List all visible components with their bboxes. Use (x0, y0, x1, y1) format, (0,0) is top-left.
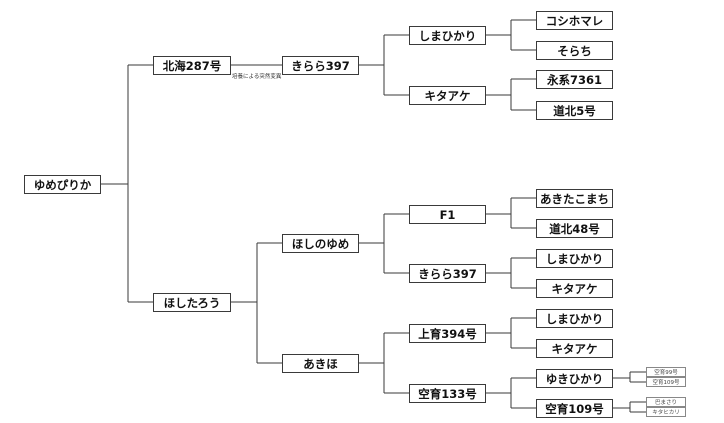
node-kamiiku394: 上育394号 (409, 324, 486, 343)
node-kuuiku133: 空育133号 (409, 384, 486, 403)
connector-kamiiku394 (486, 317, 536, 349)
mutation-annotation: 培養による突然変異 (232, 74, 282, 80)
node-hoshitarou: ほしたろう (153, 293, 231, 312)
node-kuuiku109: 空育109号 (536, 399, 613, 418)
connector-kirara397-a (359, 34, 409, 96)
connector-kuuiku109 (613, 401, 646, 413)
node-akiho: あきほ (282, 354, 359, 373)
node-eikei7361: 永系7361 (536, 70, 613, 89)
node-yukihikari: ゆきひかり (536, 369, 613, 388)
connector-yukihikari (613, 371, 646, 383)
node-kitaake-c: キタアケ (536, 339, 613, 358)
node-kuuiku99: 空育99号 (646, 367, 686, 377)
node-shimahikari-b: しまひかり (536, 249, 613, 268)
connector-akiho (359, 332, 409, 394)
node-douhoku5: 道北5号 (536, 101, 613, 120)
connector-f1 (486, 197, 536, 229)
node-kirara397-a: きらら397 (282, 56, 359, 75)
connector-shimahikari-a (486, 19, 536, 51)
node-akitakomachi: あきたこまち (536, 189, 613, 208)
node-sorachi: そらち (536, 41, 613, 60)
node-kirara397-b: きらら397 (409, 264, 486, 283)
node-tomoyutaka: 巴まさり (646, 397, 686, 407)
node-yumepirika: ゆめぴりか (24, 175, 101, 194)
node-kitaake-a: キタアケ (409, 86, 486, 105)
node-douhoku48: 道北48号 (536, 219, 613, 238)
node-f1: F1 (409, 205, 486, 224)
connector-hoshitarou (231, 242, 282, 364)
connector-kitaake-a (486, 78, 536, 111)
node-shimahikari-a: しまひかり (409, 26, 486, 45)
connector-kirara397-b (486, 257, 536, 289)
node-kitahikari: キタヒカリ (646, 407, 686, 417)
connector-root (101, 64, 153, 303)
node-hoshinoyume: ほしのゆめ (282, 234, 359, 253)
node-shimahikari-c: しまひかり (536, 309, 613, 328)
node-kuuiku109-small: 空育109号 (646, 377, 686, 387)
node-hokkai287: 北海287号 (153, 56, 231, 75)
node-kitaake-b: キタアケ (536, 279, 613, 298)
connector-hoshinoyume (359, 213, 409, 274)
node-koshihomare: コシホマレ (536, 11, 613, 30)
connector-kuuiku133 (486, 377, 536, 409)
